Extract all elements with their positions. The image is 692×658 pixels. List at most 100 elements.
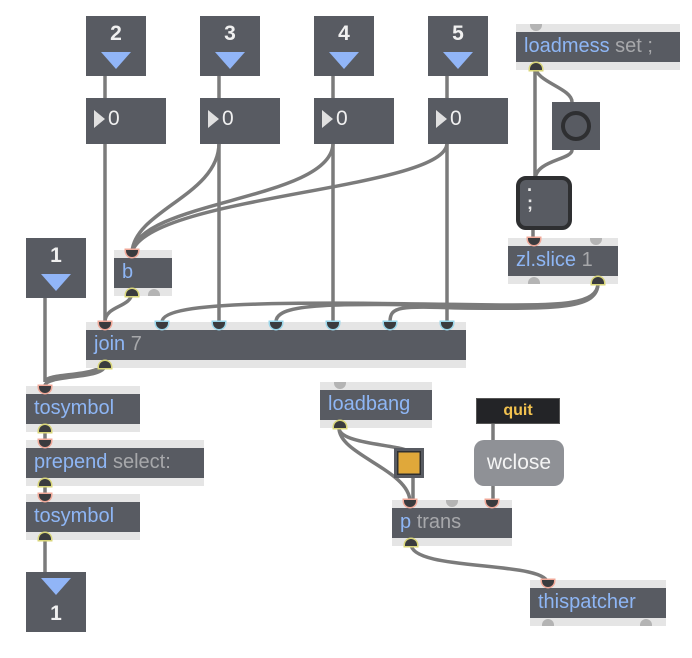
prepend-object[interactable]: prepend select: (26, 440, 204, 486)
inlet[interactable] (126, 250, 138, 257)
message-box-5[interactable]: 5 (428, 16, 488, 76)
number-value: 0 (222, 107, 234, 130)
inlet[interactable] (39, 494, 51, 501)
inlet[interactable] (486, 500, 498, 507)
message-box-3[interactable]: 3 (200, 16, 260, 76)
object-name: tosymbol (34, 397, 115, 419)
outlet[interactable] (99, 361, 111, 368)
outlet[interactable] (334, 421, 346, 428)
patch-cord (130, 141, 449, 254)
number-arrow-icon (208, 110, 219, 128)
outlet[interactable] (640, 619, 652, 626)
outlet[interactable] (592, 277, 604, 284)
message-label: 1 (50, 244, 62, 267)
object-args: set ; (615, 35, 653, 57)
b-object[interactable]: b (114, 250, 172, 296)
inlet[interactable] (446, 500, 458, 507)
number-box-4[interactable]: 0 (314, 98, 394, 144)
outlet[interactable] (530, 63, 542, 70)
message-label: 4 (338, 22, 350, 45)
message-text: ·; (527, 180, 533, 213)
message-box-1-output[interactable]: 1 (26, 572, 86, 632)
object-name: prepend (34, 451, 108, 473)
outlet[interactable] (148, 289, 160, 296)
object-args: 7 (130, 333, 142, 355)
inlet[interactable] (530, 24, 542, 31)
inlet[interactable] (327, 322, 339, 329)
loadmess-object[interactable]: loadmess set ; (516, 24, 680, 70)
message-box-2[interactable]: 2 (86, 16, 146, 76)
outlet-triangle-icon (101, 52, 131, 69)
object-args: 1 (581, 249, 593, 271)
patch-cord (388, 281, 600, 324)
object-name: zl.slice (516, 249, 577, 271)
outlet-triangle-icon (41, 274, 71, 291)
number-value: 0 (336, 107, 348, 130)
message-label: 1 (50, 602, 62, 625)
outlet[interactable] (39, 479, 51, 486)
number-box-3[interactable]: 0 (200, 98, 280, 144)
object-name: p (400, 511, 412, 533)
message-label: 2 (110, 22, 122, 45)
inlet[interactable] (270, 322, 282, 329)
patch-cord (533, 64, 574, 104)
inlet[interactable] (334, 382, 346, 389)
outlet-triangle-icon (215, 52, 245, 69)
inlet[interactable] (404, 500, 416, 507)
quit-message[interactable]: quit (476, 398, 560, 424)
zl-slice-object[interactable]: zl.slice 1 (508, 238, 618, 284)
bang-circle-icon (561, 111, 591, 141)
inlet[interactable] (99, 322, 111, 329)
message-box-1[interactable]: 1 (26, 238, 86, 298)
inlet[interactable] (542, 580, 554, 587)
inlet[interactable] (441, 322, 453, 329)
inlet[interactable] (39, 386, 51, 393)
object-name: loadbang (328, 393, 411, 415)
outlet[interactable] (542, 619, 554, 626)
message-box-4[interactable]: 4 (314, 16, 374, 76)
object-name: join (94, 333, 126, 355)
object-name: thispatcher (538, 591, 636, 613)
number-box-5[interactable]: 0 (428, 98, 508, 144)
inlet[interactable] (384, 322, 396, 329)
object-args: trans (416, 511, 462, 533)
tosymbol-object[interactable]: tosymbol (26, 386, 140, 432)
outlet-triangle-icon (443, 52, 473, 69)
outlet[interactable] (126, 289, 138, 296)
patch-cord (160, 281, 600, 324)
patch-cord (103, 290, 134, 324)
patch-cord (130, 141, 221, 254)
patch-cord (274, 281, 600, 324)
object-args: select: (112, 451, 171, 473)
object-name: b (122, 261, 134, 283)
patch-cord (43, 363, 107, 388)
inlet[interactable] (528, 238, 540, 245)
outlet[interactable] (528, 277, 540, 284)
number-arrow-icon (94, 110, 105, 128)
toggle-switch[interactable] (394, 448, 424, 478)
inlet[interactable] (590, 238, 602, 245)
inlet[interactable] (213, 322, 225, 329)
outlet[interactable] (39, 425, 51, 432)
join-object[interactable]: join 7 (86, 322, 466, 368)
inlet[interactable] (156, 322, 168, 329)
wclose-button[interactable]: wclose (474, 440, 564, 486)
number-box-2[interactable]: 0 (86, 98, 166, 144)
number-value: 0 (450, 107, 462, 130)
patch-cord (130, 141, 335, 254)
outlet[interactable] (405, 539, 417, 546)
outlet[interactable] (39, 533, 51, 540)
bang-button[interactable] (552, 102, 600, 150)
message-label: 3 (224, 22, 236, 45)
outlet-triangle-icon (329, 52, 359, 69)
loadbang-object[interactable]: loadbang (320, 382, 432, 428)
patch-cord (409, 542, 550, 586)
semicolon-message[interactable]: ·; (516, 176, 572, 230)
tosymbol-object-2[interactable]: tosymbol (26, 494, 140, 540)
number-value: 0 (108, 107, 120, 130)
object-name: tosymbol (34, 505, 115, 527)
inlet[interactable] (39, 440, 51, 447)
object-name: loadmess (524, 35, 610, 57)
thispatcher-object[interactable]: thispatcher (530, 580, 666, 626)
p-trans-subpatcher[interactable]: p trans (392, 500, 512, 546)
